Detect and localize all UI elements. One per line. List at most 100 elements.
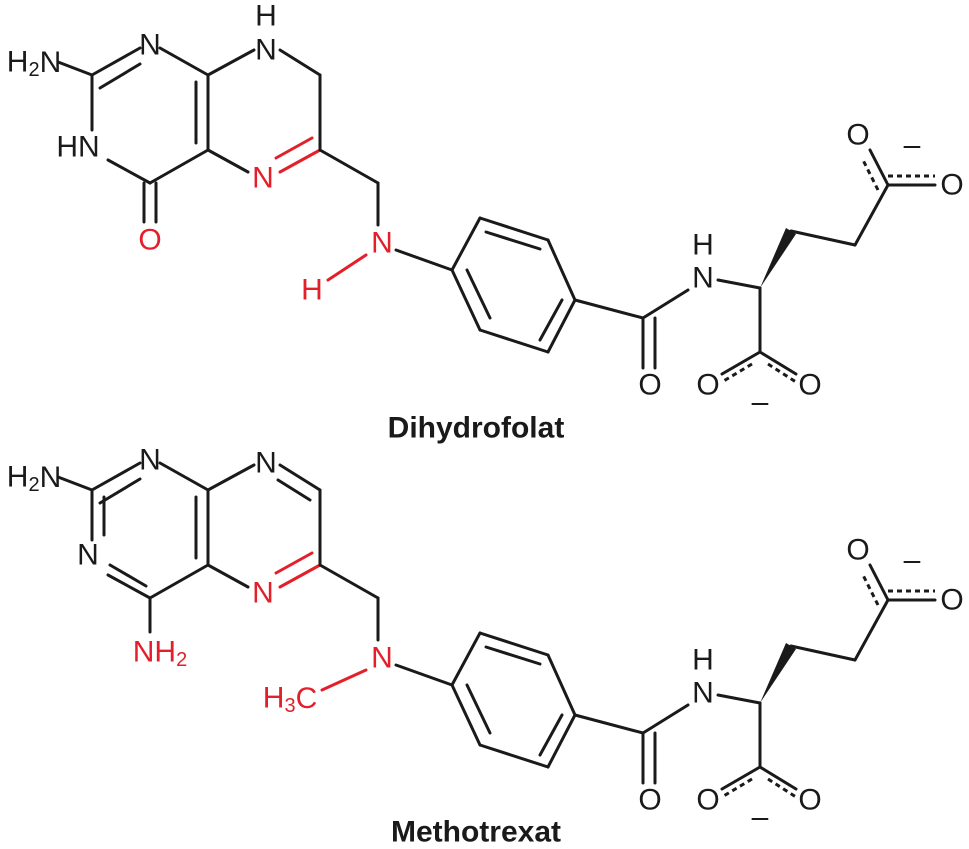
atom-amide-n: N: [692, 677, 714, 710]
bond: [98, 62, 142, 90]
bond: [538, 298, 564, 342]
bond: [450, 216, 482, 272]
bond: [573, 713, 645, 735]
bond: [90, 46, 142, 77]
atom-side-o1: O: [846, 119, 869, 152]
bond: [716, 693, 762, 705]
bond: [868, 563, 890, 602]
bond: [278, 463, 322, 492]
atom-carboxylate-o2: O: [798, 369, 821, 402]
atom-side-o2: O: [940, 584, 963, 617]
bond: [394, 248, 454, 272]
atom-n8: N: [255, 34, 277, 67]
bond: [573, 298, 645, 320]
side-charge: –: [904, 129, 921, 162]
bond: [206, 463, 256, 492]
side-charge: –: [904, 544, 921, 577]
bond: [450, 631, 482, 687]
bond: [853, 598, 890, 662]
bond: [90, 461, 142, 492]
bond-highlight: [278, 563, 322, 589]
bond: [465, 683, 492, 735]
bond: [546, 653, 577, 717]
bond: [56, 60, 94, 77]
bond: [641, 703, 690, 735]
atom-n8-h: H: [255, 0, 277, 33]
bond: [789, 644, 857, 662]
molecule-name-dihydrofolate: Dihydrofolat: [388, 412, 565, 445]
amino-group-label: H2N: [7, 46, 61, 82]
carboxylate-charge: –: [752, 801, 769, 834]
bond: [148, 148, 210, 185]
atom-n3: N: [77, 539, 99, 572]
bond: [450, 683, 482, 747]
bond: [478, 328, 550, 354]
molecule-name-methotrexate: Methotrexat: [391, 816, 561, 849]
bond: [484, 230, 542, 251]
atom-n1: N: [139, 29, 161, 62]
atom-n10: N: [371, 642, 393, 675]
amino-group-label: H2N: [7, 461, 61, 497]
bond: [478, 743, 550, 769]
atom-n8: N: [255, 447, 277, 480]
atom-side-o2: O: [940, 169, 963, 202]
bond: [716, 278, 762, 290]
methotrexate-structure: H2N N N NH2 N N N H3C H N O O O – O – O …: [7, 444, 964, 849]
atom-n10: N: [371, 227, 393, 260]
atom-o-keto: O: [138, 224, 161, 257]
atom-carboxylate-o2: O: [798, 784, 821, 817]
bond: [758, 350, 798, 376]
amide-h: H: [692, 644, 714, 677]
bond: [108, 563, 148, 588]
bond-highlight: [274, 136, 314, 160]
dashed-bond: [767, 362, 797, 384]
bond: [106, 573, 152, 600]
dashed-bond: [860, 572, 880, 606]
amide-h: H: [692, 229, 714, 262]
bond: [546, 238, 577, 302]
bond: [158, 46, 210, 77]
methyl-group-label: H3C: [263, 682, 317, 718]
atom-side-o1: O: [846, 534, 869, 567]
bond: [720, 350, 762, 376]
bond: [276, 478, 312, 502]
atom-carboxylate-o1: O: [696, 369, 719, 402]
bond: [318, 563, 380, 600]
bond: [98, 477, 142, 505]
bond: [465, 268, 492, 320]
dashed-bond: [721, 777, 753, 799]
bond: [546, 713, 577, 769]
bond-highlight: [278, 148, 322, 174]
bond: [206, 148, 250, 174]
bond: [478, 631, 550, 657]
bond: [868, 148, 890, 187]
atom-n1: N: [139, 444, 161, 477]
atom-amide-n: N: [692, 262, 714, 295]
atom-amide-o: O: [638, 369, 661, 402]
bond: [148, 563, 210, 600]
bond-highlight: [320, 668, 368, 692]
atom-carboxylate-o1: O: [696, 784, 719, 817]
bond: [318, 148, 380, 185]
atom-n10-h: H: [301, 274, 323, 307]
bond: [158, 461, 210, 492]
bond: [853, 183, 890, 247]
dihydrofolate-structure: H2N N HN O N H N N H H N O O O – O – O D…: [7, 0, 964, 445]
dashed-bond: [721, 362, 753, 384]
bond: [484, 645, 542, 666]
bond: [720, 765, 762, 791]
bond-highlight: [326, 253, 368, 282]
bond: [478, 216, 550, 242]
atom-amide-o: O: [638, 784, 661, 817]
bond: [106, 158, 152, 185]
bond: [538, 713, 564, 757]
atom-n5: N: [252, 162, 274, 195]
bond: [641, 288, 690, 320]
bond: [450, 268, 482, 332]
atom-n5: N: [252, 577, 274, 610]
wedge-bond: [760, 228, 796, 288]
bond: [206, 48, 256, 77]
bond: [546, 298, 577, 354]
bond-highlight: [274, 551, 314, 575]
bond: [394, 663, 454, 687]
